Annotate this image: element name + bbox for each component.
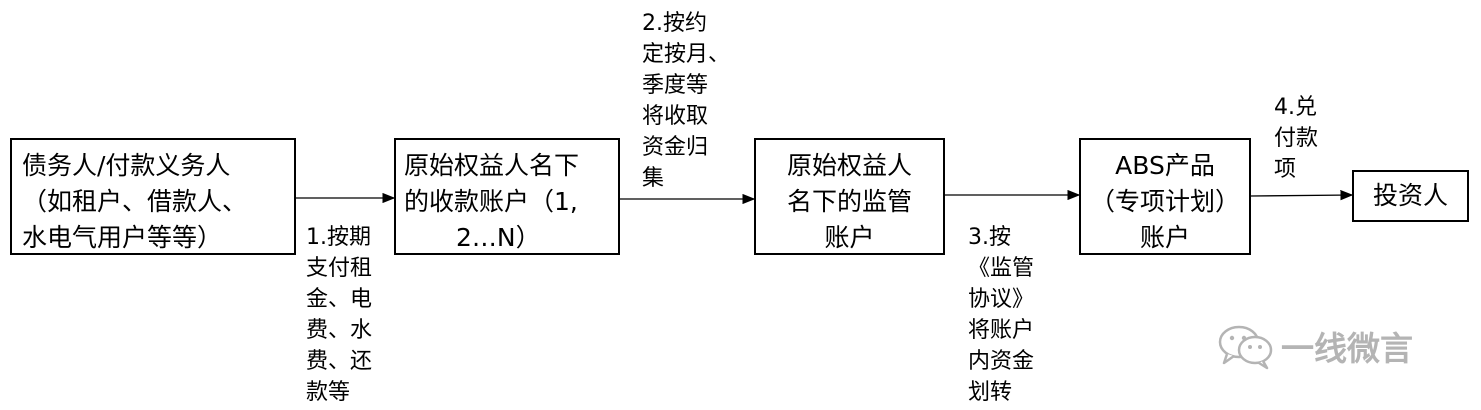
node-abs-line-3: 账户 xyxy=(1139,223,1190,252)
node-debtor: 债务人/付款义务人 （如租户、借款人、 水电气用户等等） xyxy=(10,138,296,255)
step2-line-5: 资金归 xyxy=(642,135,709,160)
node-supervised-line-1: 原始权益人 xyxy=(786,151,912,180)
node-collection-account: 原始权益人名下 的收款账户（1, 2…N） xyxy=(394,138,620,255)
edge-label-step4: 4.兑 付款 项 xyxy=(1274,92,1318,185)
step4-line-2: 付款 xyxy=(1274,126,1319,151)
step1-line-2: 支付租 xyxy=(306,256,373,281)
edge-label-step2: 2.按约 定按月、 季度等 将收取 资金归 集 xyxy=(642,8,730,194)
step2-line-4: 将收取 xyxy=(642,104,709,129)
wechat-icon xyxy=(1218,325,1273,370)
node-supervised-line-3: 账户 xyxy=(824,223,875,252)
node-debtor-line-1: 债务人/付款义务人 xyxy=(22,151,231,180)
step2-line-1: 2.按约 xyxy=(642,11,707,36)
step3-line-4: 将账户 xyxy=(968,318,1035,343)
step3-line-6: 划转 xyxy=(968,380,1013,405)
watermark-text: 一线微言 xyxy=(1281,329,1413,368)
step1-line-4: 费、水 xyxy=(306,318,373,343)
edge-label-step1: 1.按期 支付租 金、电 费、水 费、还 款等 xyxy=(306,222,372,408)
step4-line-3: 项 xyxy=(1274,157,1297,182)
node-investor: 投资人 xyxy=(1352,170,1469,222)
watermark: 一线微言 xyxy=(1217,322,1413,370)
step2-line-3: 季度等 xyxy=(642,73,709,98)
step1-line-1: 1.按期 xyxy=(306,225,371,250)
node-abs-line-1: ABS产品 xyxy=(1115,151,1215,180)
node-abs-line-2: （专项计划） xyxy=(1089,187,1240,216)
node-collection-line-1: 原始权益人名下 xyxy=(404,151,580,180)
node-debtor-line-2: （如租户、借款人、 xyxy=(22,187,248,216)
step3-line-5: 内资金 xyxy=(968,349,1035,374)
step4-line-1: 4.兑 xyxy=(1274,95,1317,120)
node-abs-account: ABS产品 （专项计划） 账户 xyxy=(1079,138,1251,255)
step1-line-6: 款等 xyxy=(306,380,351,405)
edge-label-step3: 3.按 《监管 协议》 将账户 内资金 划转 xyxy=(968,222,1034,408)
node-debtor-line-3: 水电气用户等等） xyxy=(22,223,223,252)
node-supervised-line-2: 名下的监管 xyxy=(786,187,912,216)
step1-line-3: 金、电 xyxy=(306,287,373,312)
step3-line-2: 《监管 xyxy=(968,256,1035,281)
node-investor-label: 投资人 xyxy=(1372,181,1448,210)
step2-line-2: 定按月、 xyxy=(642,42,731,67)
node-supervised-account: 原始权益人 名下的监管 账户 xyxy=(754,138,945,255)
node-collection-line-2: 的收款账户（1, xyxy=(404,187,578,216)
step3-line-3: 协议》 xyxy=(968,287,1035,312)
arrow-abs-to-investor xyxy=(1250,189,1354,201)
node-collection-line-3: 2…N） xyxy=(456,223,541,252)
step2-line-6: 集 xyxy=(642,166,665,191)
step3-line-1: 3.按 xyxy=(968,225,1011,250)
step1-line-5: 费、还 xyxy=(306,349,373,374)
